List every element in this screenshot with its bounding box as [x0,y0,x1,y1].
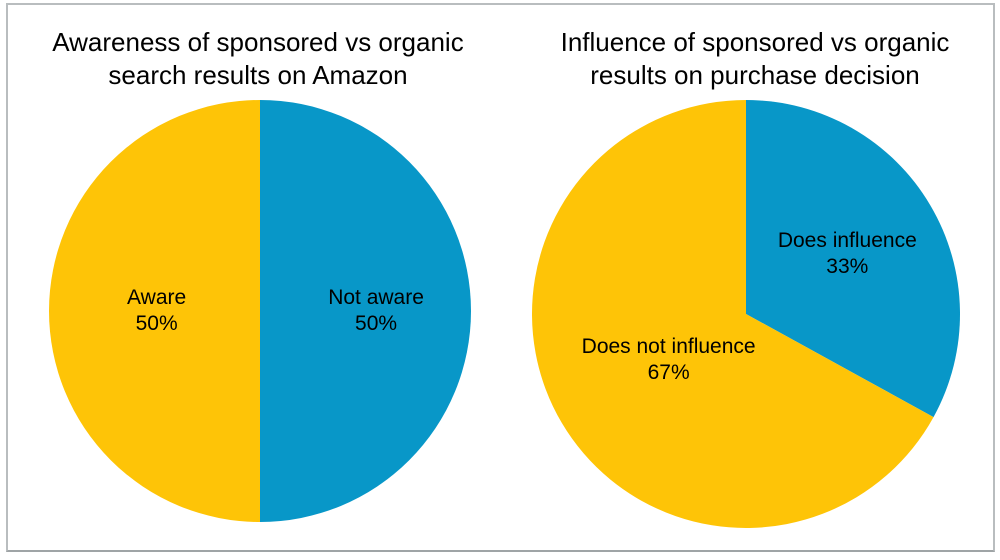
chart-title-line: search results on Amazon [108,60,408,90]
slice-label-name: Aware [127,286,187,309]
pie-slice-label-aware: Aware 50% [127,285,186,337]
pie-chart-influence [531,100,960,528]
chart-title-line: Influence of sponsored vs organic [560,27,950,57]
pie-chart-awareness [49,100,471,522]
slice-label-name: Not aware [328,286,424,309]
slice-label-percent: 67% [647,360,690,384]
slice-label-name: Does influence [777,229,917,253]
slice-label-percent: 50% [135,312,178,335]
pie-slice-label-not-aware: Not aware 50% [328,285,424,337]
pie-slice-does-influence [746,100,960,418]
chart-title-line: results on purchase decision [590,60,920,90]
chart-title-influence: Influence of sponsored vs organic result… [515,26,995,92]
pie-slice-aware [49,100,260,522]
slice-label-percent: 33% [826,255,869,279]
chart-title-awareness: Awareness of sponsored vs organic search… [18,26,498,92]
pie-slice-not-aware [260,100,471,522]
slice-label-percent: 50% [355,312,398,335]
chart-title-line: Awareness of sponsored vs organic [52,27,464,57]
slice-label-name: Does not influence [581,334,756,358]
pie-slice-does-not-influence [531,100,934,528]
